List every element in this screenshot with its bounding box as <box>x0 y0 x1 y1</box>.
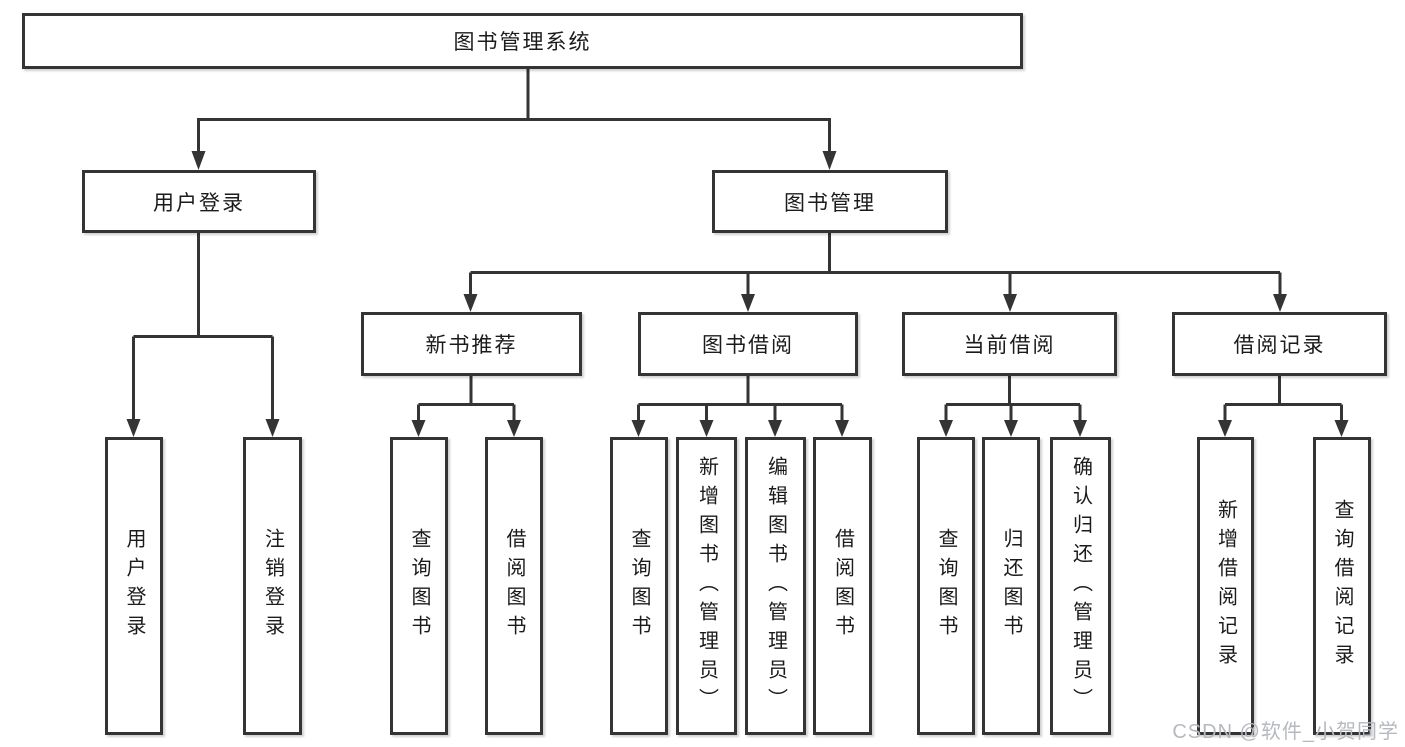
leaf-bb-edit-books-admin: 编辑图书（管理员） <box>745 437 806 735</box>
leaf-cb-confirm-return-admin: 确认归还（管理员） <box>1050 437 1111 735</box>
leaf-logout-label: 注销登录 <box>261 528 284 644</box>
leaf-bb-borrow-books-label: 借阅图书 <box>831 528 854 644</box>
node-book-management-label: 图书管理 <box>784 191 876 215</box>
connector-lines <box>132 68 1343 421</box>
leaf-bb-borrow-books: 借阅图书 <box>813 437 872 735</box>
leaf-nbr-query-books-label: 查询图书 <box>408 528 430 644</box>
leaf-nbr-borrow-books: 借阅图书 <box>485 437 543 735</box>
node-book-borrowing-label: 图书借阅 <box>702 334 794 357</box>
node-new-book-recommend: 新书推荐 <box>361 312 582 376</box>
watermark: CSDN @软件_小贺同学 <box>1172 721 1399 743</box>
node-user-login: 用户登录 <box>82 170 316 233</box>
leaf-bb-add-books-admin: 新增图书（管理员） <box>676 437 737 735</box>
node-current-borrowing-label: 当前借阅 <box>963 334 1056 357</box>
leaf-logout: 注销登录 <box>243 437 302 735</box>
leaf-bb-edit-books-admin-label: 编辑图书（管理员） <box>764 455 787 717</box>
leaf-cb-query-books-label: 查询图书 <box>935 528 957 644</box>
node-book-management: 图书管理 <box>712 170 948 233</box>
node-user-login-label: 用户登录 <box>153 191 245 215</box>
leaf-br-add-record-label: 新增借阅记录 <box>1214 499 1237 673</box>
leaf-bb-query-books: 查询图书 <box>610 437 668 735</box>
leaf-cb-confirm-return-admin-label: 确认归还（管理员） <box>1069 455 1092 717</box>
leaf-bb-query-books-label: 查询图书 <box>628 528 650 644</box>
leaf-br-add-record: 新增借阅记录 <box>1197 437 1254 735</box>
leaf-bb-add-books-admin-label: 新增图书（管理员） <box>695 455 718 717</box>
leaf-cb-query-books: 查询图书 <box>917 437 975 735</box>
leaf-br-query-record: 查询借阅记录 <box>1313 437 1371 735</box>
node-borrow-records-label: 借阅记录 <box>1233 334 1326 357</box>
leaf-cb-return-books: 归还图书 <box>982 437 1040 735</box>
leaf-nbr-query-books: 查询图书 <box>390 437 448 735</box>
node-borrow-records: 借阅记录 <box>1172 312 1387 376</box>
leaf-br-query-record-label: 查询借阅记录 <box>1331 499 1353 673</box>
leaf-nbr-borrow-books-label: 借阅图书 <box>503 528 525 644</box>
node-current-borrowing: 当前借阅 <box>902 312 1117 376</box>
leaf-user-login-label: 用户登录 <box>123 528 145 644</box>
node-book-borrowing: 图书借阅 <box>638 312 858 376</box>
node-root-label: 图书管理系统 <box>453 31 592 54</box>
leaf-cb-return-books-label: 归还图书 <box>1000 528 1022 644</box>
leaf-user-login: 用户登录 <box>105 437 163 735</box>
node-root: 图书管理系统 <box>22 13 1023 69</box>
node-new-book-recommend-label: 新书推荐 <box>425 334 518 357</box>
